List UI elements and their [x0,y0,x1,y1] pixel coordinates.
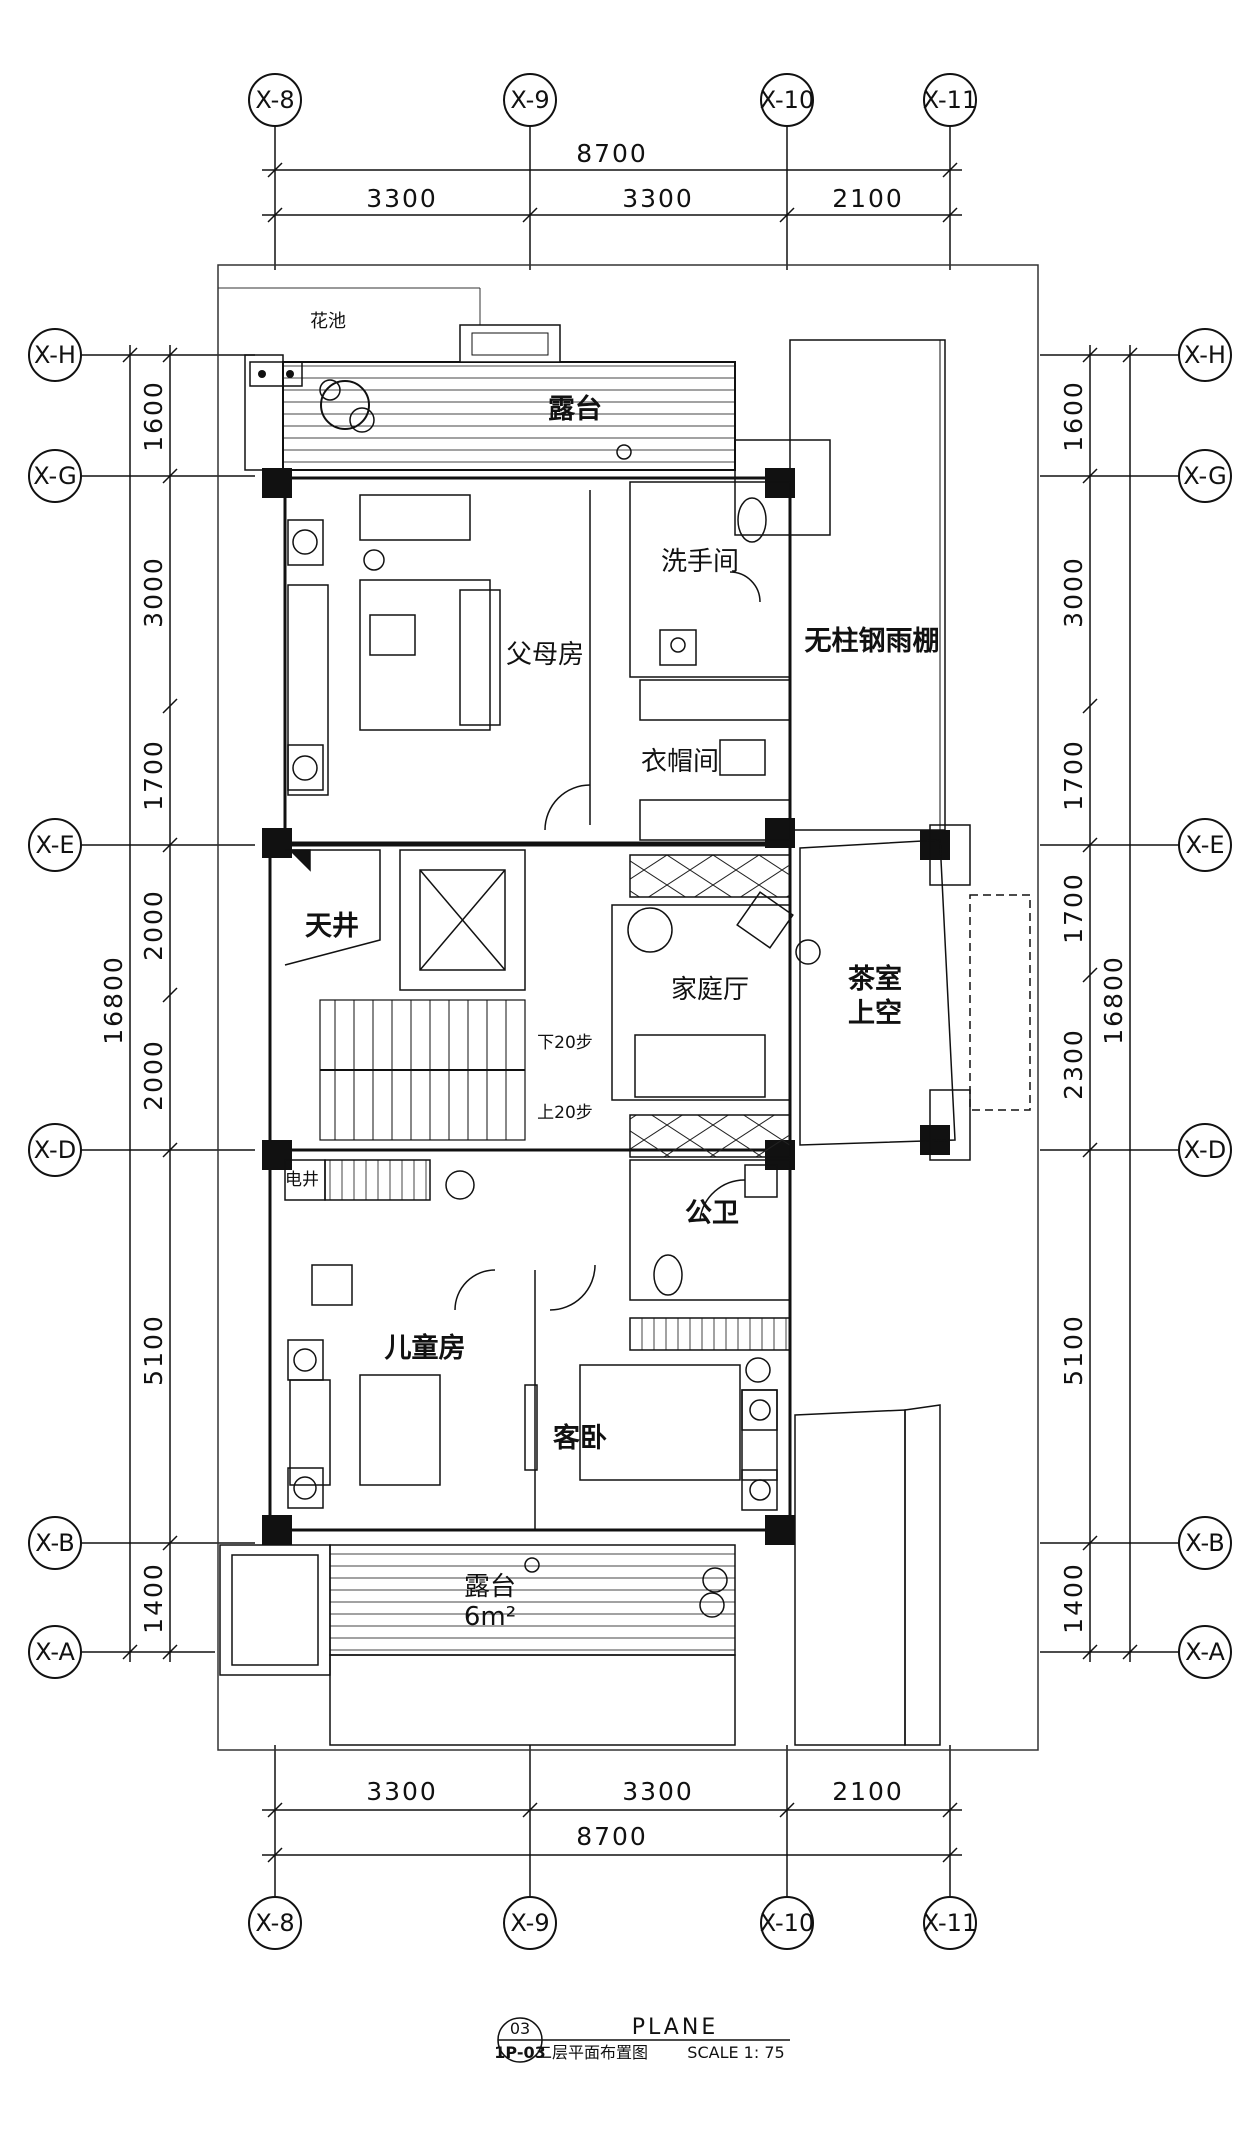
axis-label-xb-left: X-B [35,1529,75,1557]
dim-right-5: 2300 [1059,1028,1088,1100]
guest-room [549,1264,778,1511]
axis-label-x9-bottom: X-9 [510,1909,549,1937]
dim-right-total: 16800 [1099,955,1128,1045]
label-terrace-top: 露台 [548,393,602,425]
axis-label-xe-left: X-E [35,831,74,859]
kids-room [287,1264,538,1530]
bottom-terrace [219,1404,941,1746]
label-light-well: 天井 [305,911,359,942]
dim-bottom-1: 3300 [366,1777,438,1806]
dim-right-4: 1700 [1059,872,1088,944]
axis-label-x10-bottom: X-10 [760,1909,814,1937]
structural-columns [262,468,950,1545]
axis-label-xe-right: X-E [1185,831,1224,859]
title-drawing-no: 03 [510,2019,530,2038]
axis-label-xh-left: X-H [34,341,76,369]
dim-left-5: 2000 [139,1039,168,1111]
light-well-elevator [284,849,526,991]
dim-bottom-total: 8700 [576,1822,648,1851]
label-kids-room: 儿童房 [385,1332,466,1364]
dim-bottom-2: 3300 [622,1777,694,1806]
dim-right-3: 1700 [1059,739,1088,811]
label-terrace-bottom: 露台 [464,1572,516,1602]
axis-label-x9-top: X-9 [510,86,549,114]
dim-left-7: 1400 [139,1562,168,1634]
title-plane: PLANE [632,2015,718,2040]
dim-right-7: 1400 [1059,1562,1088,1634]
stair-treads [334,1000,507,1140]
parents-room [287,490,591,831]
axis-label-xa-right: X-A [1185,1638,1225,1666]
dim-left-total: 16800 [99,955,128,1045]
axis-label-xd-right: X-D [1184,1136,1226,1164]
dim-right-6: 5100 [1059,1314,1088,1386]
dimension-lines [122,162,1138,1863]
axis-label-xb-right: X-B [1185,1529,1225,1557]
label-terrace-area: 6m² [464,1602,516,1632]
axis-label-xh-right: X-H [1184,341,1226,369]
axis-label-x10-top: X-10 [760,86,814,114]
dim-left-2: 3000 [139,556,168,628]
washroom [629,481,791,776]
family-hall [611,854,821,1158]
label-family-hall: 家庭厅 [671,975,749,1005]
dim-right-1: 1600 [1059,380,1088,452]
dim-top-1: 3300 [366,184,438,213]
label-public-bath: 公卫 [685,1198,739,1229]
canopy-outline [789,339,946,831]
label-flower-bed: 花池 [310,311,346,332]
tea-room-void [799,824,1031,1161]
axis-label-x11-top: X-11 [923,86,977,114]
dim-left-1: 1600 [139,380,168,452]
dim-left-3: 1700 [139,739,168,811]
label-parents-room: 父母房 [506,640,584,670]
dim-top-2: 3300 [622,184,694,213]
public-bath [629,1159,791,1351]
dim-top-3: 2100 [832,184,904,213]
label-canopy: 无柱钢雨棚 [805,626,940,657]
title-scale: SCALE 1: 75 [687,2043,784,2062]
axis-label-xa-left: X-A [35,1638,75,1666]
axis-label-x8-top: X-8 [255,86,294,114]
label-washroom: 洗手间 [661,547,739,577]
title-name: 二层平面布置图 [536,2043,648,2062]
label-elec-well: 电井 [285,1170,319,1190]
top-terrace [244,324,736,471]
axis-label-x8-bottom: X-8 [255,1909,294,1937]
label-cloakroom: 衣帽间 [641,747,719,777]
site-boundary [217,264,1039,1751]
dim-left-6: 5100 [139,1314,168,1386]
label-guest-room: 客卧 [553,1422,607,1454]
label-tea-room-1: 茶室 [848,963,902,995]
dim-bottom-3: 2100 [832,1777,904,1806]
dim-left-4: 2000 [139,889,168,961]
axis-label-x11-bottom: X-11 [923,1909,977,1937]
label-stairs-up: 上20步 [537,1103,593,1123]
axis-label-xg-left: X-G [33,462,76,490]
axis-label-xg-right: X-G [1183,462,1226,490]
axis-label-xd-left: X-D [34,1136,76,1164]
title-sheet: 1P-03 [494,2043,545,2062]
title-block [497,2017,790,2063]
label-stairs-down: 下20步 [537,1033,593,1053]
dim-top-total: 8700 [576,139,648,168]
staircase [319,999,526,1141]
dim-right-2: 3000 [1059,556,1088,628]
label-tea-room-2: 上空 [848,997,902,1029]
